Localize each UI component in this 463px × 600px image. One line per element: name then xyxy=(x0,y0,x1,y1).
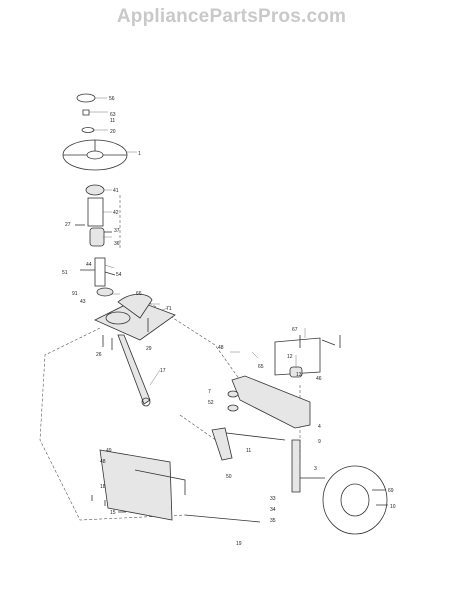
svg-text:91: 91 xyxy=(72,291,78,297)
front-wheel xyxy=(322,465,388,535)
svg-text:1: 1 xyxy=(138,151,141,157)
drag-link xyxy=(117,334,151,405)
tie-rod xyxy=(217,431,286,441)
svg-text:20: 20 xyxy=(110,129,116,135)
plate-bolts xyxy=(102,318,149,350)
svg-text:66: 66 xyxy=(136,291,142,297)
svg-text:48: 48 xyxy=(100,459,106,465)
svg-text:49: 49 xyxy=(106,448,112,454)
svg-text:69: 69 xyxy=(388,488,394,494)
svg-text:9: 9 xyxy=(318,439,321,445)
bushing xyxy=(89,227,105,247)
callout-labels: 56 63 11 20 1 41 42 27 37 36 44 51 54 91… xyxy=(62,96,396,547)
lower-bracket-arm xyxy=(134,469,186,495)
steering-wheel-spokes xyxy=(63,140,127,156)
axle-spacer xyxy=(227,404,239,412)
svg-text:50: 50 xyxy=(226,474,232,480)
steering-arm xyxy=(211,427,233,461)
svg-text:11: 11 xyxy=(246,448,251,454)
svg-text:54: 54 xyxy=(116,272,122,278)
svg-text:15: 15 xyxy=(110,510,116,516)
shaft-pin xyxy=(80,269,116,276)
svg-text:46: 46 xyxy=(316,376,322,382)
svg-text:65: 65 xyxy=(258,364,264,370)
watermark: AppliancePartsPros.com xyxy=(116,6,347,27)
lower-bracket-plate xyxy=(99,449,173,521)
svg-text:48: 48 xyxy=(218,345,224,351)
svg-text:27: 27 xyxy=(65,222,71,228)
svg-text:41: 41 xyxy=(113,188,119,194)
drag-link-end xyxy=(141,397,151,407)
svg-text:13: 13 xyxy=(296,372,302,378)
steering-wheel-hub xyxy=(86,150,104,160)
svg-text:12: 12 xyxy=(287,354,293,360)
svg-text:36: 36 xyxy=(114,241,120,247)
front-wheel-rim xyxy=(340,483,370,517)
steering-adapter xyxy=(85,184,105,196)
bottom-rod xyxy=(184,514,261,523)
svg-text:63: 63 xyxy=(110,112,116,118)
svg-text:29: 29 xyxy=(146,346,152,352)
svg-text:7: 7 xyxy=(208,389,211,395)
steering-shaft xyxy=(94,257,106,287)
svg-text:43: 43 xyxy=(80,299,86,305)
svg-text:4: 4 xyxy=(318,424,321,430)
leader-lines xyxy=(89,97,306,386)
svg-text:33: 33 xyxy=(270,496,276,502)
wheel-cap xyxy=(76,93,96,103)
svg-text:51: 51 xyxy=(62,270,68,276)
bracket-bolts xyxy=(299,335,341,348)
svg-text:56: 56 xyxy=(109,96,115,102)
wheel-bolts xyxy=(372,489,388,506)
svg-text:71: 71 xyxy=(166,306,172,312)
wheel-nut xyxy=(82,109,90,116)
svg-text:18: 18 xyxy=(100,484,106,490)
lower-bolts xyxy=(91,495,126,513)
axle-pivot xyxy=(227,390,239,398)
sector-gear xyxy=(117,293,153,319)
axle-bracket xyxy=(274,337,321,376)
svg-text:37: 37 xyxy=(114,228,120,234)
svg-text:52: 52 xyxy=(208,400,214,406)
spindle xyxy=(291,439,301,493)
shaft-gear xyxy=(96,287,114,297)
svg-text:3: 3 xyxy=(314,466,317,472)
steering-shaft-boot xyxy=(87,197,104,227)
svg-text:42: 42 xyxy=(113,210,119,216)
svg-text:26: 26 xyxy=(96,352,102,358)
svg-text:67: 67 xyxy=(292,327,298,333)
svg-text:10: 10 xyxy=(390,504,396,510)
svg-text:44: 44 xyxy=(86,262,92,268)
assembly-dash-lines xyxy=(39,195,301,521)
front-axle xyxy=(231,375,311,429)
svg-text:34: 34 xyxy=(270,507,276,513)
svg-text:11: 11 xyxy=(110,118,115,124)
sector-gear-plate xyxy=(94,299,176,341)
svg-text:35: 35 xyxy=(270,518,276,524)
pinion xyxy=(105,311,131,325)
svg-text:17: 17 xyxy=(160,368,166,374)
svg-text:19: 19 xyxy=(236,541,242,547)
